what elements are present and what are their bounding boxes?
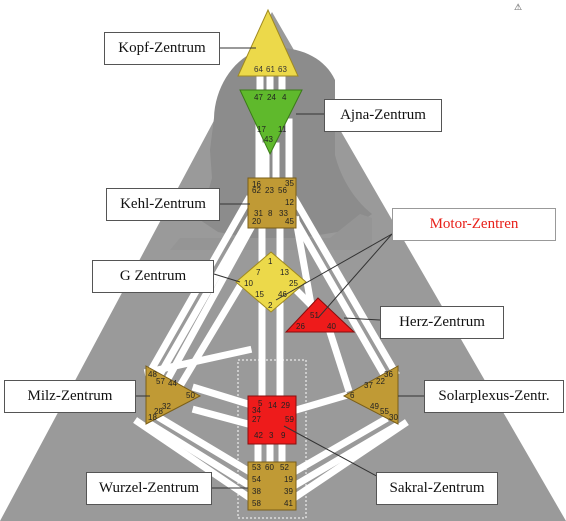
gate-61: 61 bbox=[266, 65, 275, 74]
gate-48: 48 bbox=[148, 370, 157, 379]
gate-47: 47 bbox=[254, 93, 263, 102]
gate-51: 51 bbox=[310, 311, 319, 320]
gate-63: 63 bbox=[278, 65, 287, 74]
gate-45: 45 bbox=[285, 217, 294, 226]
label-g-zentrum: G Zentrum bbox=[92, 260, 214, 293]
label-kehl-zentrum: Kehl-Zentrum bbox=[106, 188, 220, 221]
gate-33: 33 bbox=[279, 209, 288, 218]
gate-50: 50 bbox=[186, 391, 195, 400]
gate-30: 30 bbox=[389, 413, 398, 422]
gate-11: 11 bbox=[278, 125, 287, 134]
gate-40: 40 bbox=[327, 322, 336, 331]
gate-58: 58 bbox=[252, 499, 261, 508]
dotted-frame bbox=[237, 359, 307, 519]
gate-5: 5 bbox=[258, 399, 263, 408]
gate-57: 57 bbox=[156, 377, 165, 386]
gate-7: 7 bbox=[256, 268, 261, 277]
gate-64: 64 bbox=[254, 65, 263, 74]
gate-36: 36 bbox=[384, 370, 393, 379]
gate-60: 60 bbox=[265, 463, 274, 472]
gate-46: 46 bbox=[278, 290, 287, 299]
gate-22: 22 bbox=[376, 377, 385, 386]
gate-43: 43 bbox=[264, 135, 273, 144]
gate-19: 19 bbox=[284, 475, 293, 484]
gate-52: 52 bbox=[280, 463, 289, 472]
gate-34: 34 bbox=[252, 406, 261, 415]
gate-18: 18 bbox=[148, 413, 157, 422]
spleen-center bbox=[145, 365, 202, 425]
g-center bbox=[235, 251, 307, 313]
throat-center bbox=[247, 177, 297, 229]
gate-54: 54 bbox=[252, 475, 261, 484]
gate-44: 44 bbox=[168, 379, 177, 388]
gate-4: 4 bbox=[282, 93, 287, 102]
gate-25: 25 bbox=[289, 279, 298, 288]
gate-10: 10 bbox=[244, 279, 253, 288]
gate-42: 42 bbox=[254, 431, 263, 440]
gate-62: 62 bbox=[252, 186, 261, 195]
label-wurzel-zentrum: Wurzel-Zentrum bbox=[86, 472, 212, 505]
warning-logo-icon: ⚠ bbox=[514, 3, 523, 13]
label-kopf-zentrum: Kopf-Zentrum bbox=[104, 32, 220, 65]
label-herz-zentrum: Herz-Zentrum bbox=[380, 306, 504, 339]
gate-9: 9 bbox=[281, 431, 286, 440]
gate-26: 26 bbox=[296, 322, 305, 331]
gate-59: 59 bbox=[285, 415, 294, 424]
gate-35: 35 bbox=[285, 179, 294, 188]
gate-56: 56 bbox=[278, 186, 287, 195]
gate-31: 31 bbox=[254, 209, 263, 218]
label-sakral-zentrum: Sakral-Zentrum bbox=[376, 472, 498, 505]
gate-55: 55 bbox=[380, 407, 389, 416]
sacral-center bbox=[247, 395, 297, 445]
gate-13: 13 bbox=[280, 268, 289, 277]
label-motor-zentren: Motor-Zentren bbox=[392, 208, 556, 241]
root-center bbox=[247, 461, 297, 511]
gate-29: 29 bbox=[281, 401, 290, 410]
gate-2: 2 bbox=[268, 301, 273, 310]
gate-24: 24 bbox=[267, 93, 276, 102]
gate-17: 17 bbox=[257, 125, 266, 134]
gate-16: 16 bbox=[252, 180, 261, 189]
label-connectors bbox=[136, 47, 424, 489]
channels bbox=[133, 70, 409, 503]
label-milz-zentrum: Milz-Zentrum bbox=[4, 380, 136, 413]
gate-12: 12 bbox=[285, 198, 294, 207]
gate-39: 39 bbox=[284, 487, 293, 496]
head-center bbox=[237, 8, 299, 77]
gate-20: 20 bbox=[252, 217, 261, 226]
gate-14: 14 bbox=[268, 401, 277, 410]
gate-6: 6 bbox=[350, 391, 355, 400]
label-ajna-zentrum: Ajna-Zentrum bbox=[324, 99, 442, 132]
ajna-center bbox=[239, 89, 303, 156]
gate-27: 27 bbox=[252, 415, 261, 424]
gate-38: 38 bbox=[252, 487, 261, 496]
label-solarplexus-zentrum: Solarplexus-Zentr. bbox=[424, 380, 564, 413]
gate-49: 49 bbox=[370, 402, 379, 411]
gate-28: 28 bbox=[154, 407, 163, 416]
gate-32: 32 bbox=[162, 402, 171, 411]
gate-23: 23 bbox=[265, 186, 274, 195]
gate-53: 53 bbox=[252, 463, 261, 472]
gate-3: 3 bbox=[269, 431, 274, 440]
gate-8: 8 bbox=[268, 209, 273, 218]
gate-15: 15 bbox=[255, 290, 264, 299]
gate-41: 41 bbox=[284, 499, 293, 508]
solar-plexus-center bbox=[342, 365, 399, 425]
gate-1: 1 bbox=[268, 257, 273, 266]
gate-37: 37 bbox=[364, 381, 373, 390]
